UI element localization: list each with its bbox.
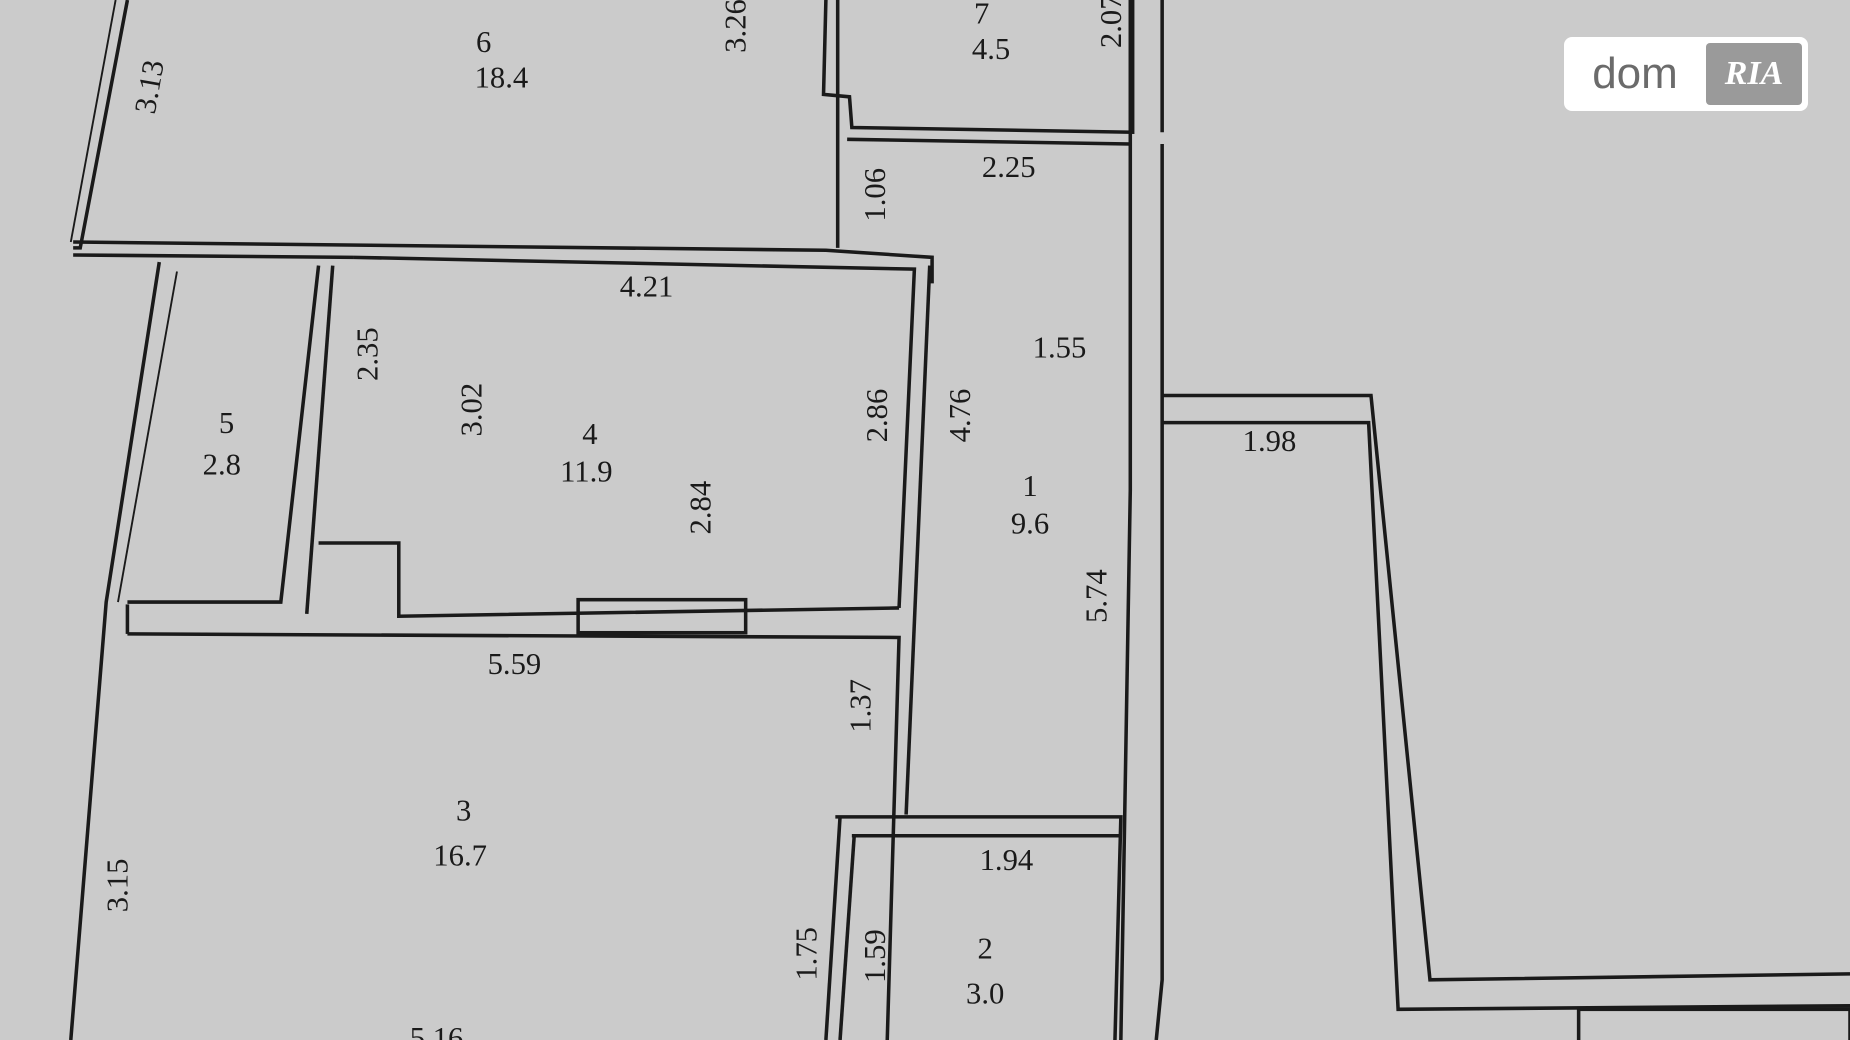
- svg-text:3.13: 3.13: [128, 57, 171, 116]
- svg-text:3.02: 3.02: [454, 383, 488, 437]
- svg-text:3.26: 3.26: [719, 0, 753, 53]
- svg-text:1.94: 1.94: [980, 843, 1034, 877]
- walls: [69, 0, 1850, 1040]
- svg-text:7: 7: [974, 0, 989, 31]
- svg-text:2.07: 2.07: [1094, 0, 1128, 48]
- logo-dom-text: dom: [1592, 49, 1678, 98]
- svg-text:2: 2: [978, 932, 993, 966]
- svg-text:5.74: 5.74: [1080, 569, 1114, 623]
- room-labels: 19.6 23.0 316.7 411.9 52.8 618.4 74.5: [203, 0, 1050, 1010]
- svg-text:1.55: 1.55: [1033, 331, 1087, 365]
- dimension-labels: 3.13 3.26 2.07 2.25 1.06 4.21 2.35 3.02 …: [100, 0, 1296, 1040]
- svg-text:3: 3: [456, 793, 471, 827]
- svg-text:9.6: 9.6: [1011, 507, 1049, 541]
- room-3-label: 316.7: [433, 793, 487, 872]
- svg-text:18.4: 18.4: [475, 60, 529, 94]
- svg-text:1.75: 1.75: [789, 927, 823, 981]
- svg-text:3.15: 3.15: [100, 859, 134, 913]
- room-5-label: 52.8: [203, 406, 241, 481]
- svg-text:5.59: 5.59: [488, 647, 542, 681]
- svg-text:2.84: 2.84: [683, 481, 717, 535]
- svg-text:2.35: 2.35: [351, 327, 385, 381]
- svg-text:2.8: 2.8: [203, 448, 241, 482]
- svg-text:4.5: 4.5: [972, 32, 1010, 66]
- svg-text:4.76: 4.76: [943, 389, 977, 443]
- svg-text:2.86: 2.86: [860, 389, 894, 443]
- svg-text:5.16: 5.16: [410, 1021, 464, 1040]
- room-2-label: 23.0: [966, 932, 1004, 1011]
- room-7-label: 74.5: [972, 0, 1010, 66]
- svg-text:1.37: 1.37: [844, 679, 878, 733]
- svg-text:1.06: 1.06: [858, 168, 892, 222]
- svg-text:16.7: 16.7: [433, 838, 487, 872]
- room-6-label: 618.4: [475, 25, 529, 94]
- room-1-label: 19.6: [1011, 469, 1049, 541]
- svg-text:1: 1: [1022, 469, 1037, 503]
- svg-text:5: 5: [219, 406, 234, 440]
- domria-logo: dom RIA: [1564, 37, 1808, 111]
- logo-ria-text: RIA: [1706, 43, 1802, 105]
- svg-text:4: 4: [582, 417, 597, 451]
- svg-text:6: 6: [476, 25, 491, 59]
- svg-text:1.98: 1.98: [1243, 424, 1297, 458]
- svg-text:2.25: 2.25: [982, 150, 1036, 184]
- svg-text:3.0: 3.0: [966, 976, 1004, 1010]
- svg-text:1.59: 1.59: [858, 929, 892, 983]
- room-4-label: 411.9: [560, 417, 613, 489]
- svg-text:4.21: 4.21: [620, 269, 674, 303]
- svg-text:11.9: 11.9: [560, 455, 613, 489]
